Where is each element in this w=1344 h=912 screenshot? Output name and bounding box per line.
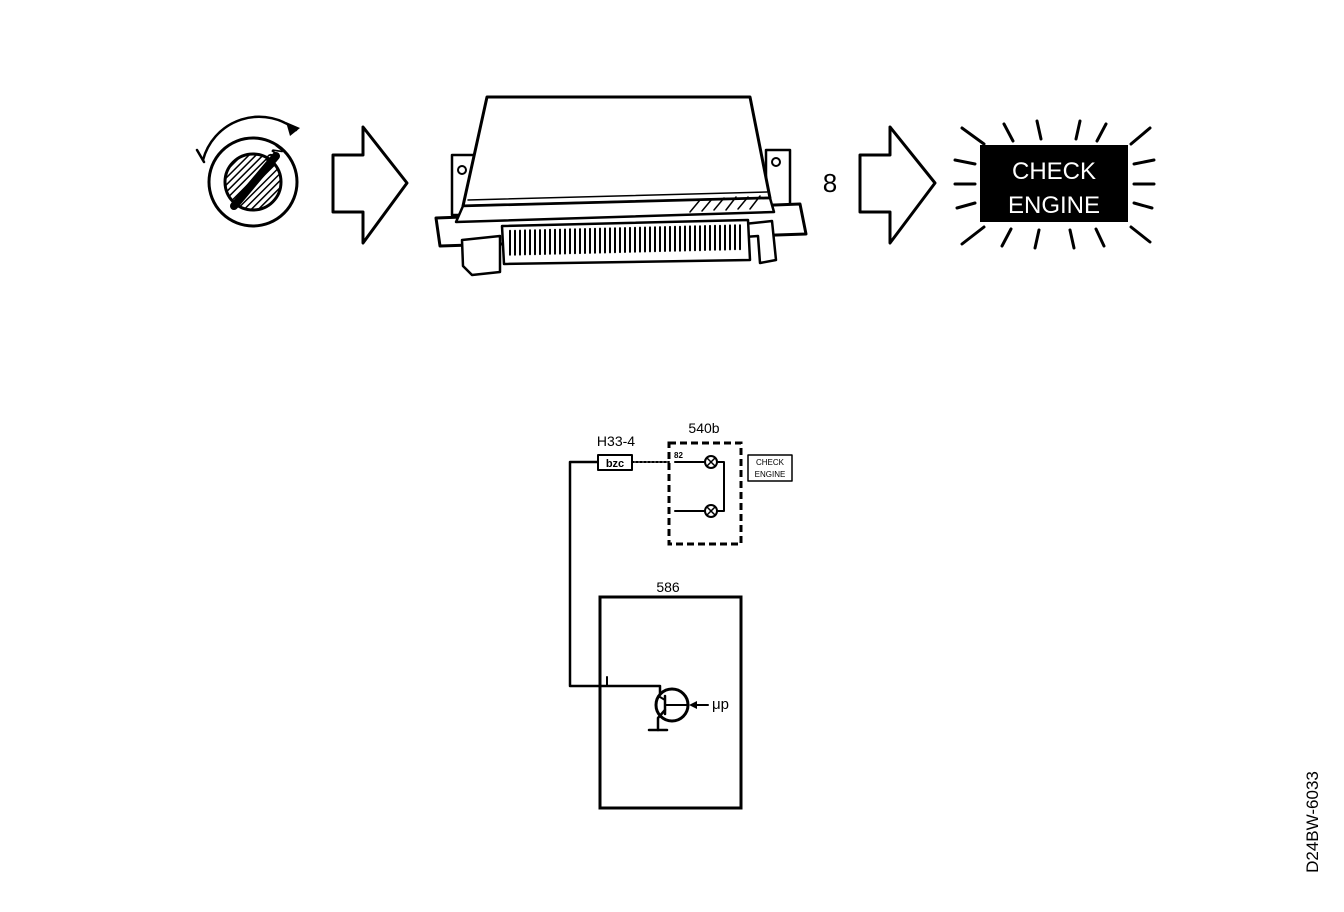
ecu-hatching	[689, 195, 761, 213]
lamp-symbol-upper-icon	[704, 455, 718, 469]
ecu-connector-pins	[509, 224, 741, 256]
circuit-schematic: H33-4 bzc 540b 82 CHECK ENGINE 586	[568, 420, 793, 810]
microprocessor-label: μp	[712, 696, 729, 713]
check-engine-tag	[747, 454, 793, 482]
cluster-label: 540b	[688, 420, 719, 436]
ecu-front-lip	[454, 196, 776, 224]
check-engine-tag-line2: ENGINE	[755, 470, 786, 479]
signal-wire	[568, 460, 662, 699]
ignition-key-icon	[230, 152, 280, 210]
lamp-text-line2: ENGINE	[1008, 192, 1100, 219]
ignition-switch: ON	[195, 115, 300, 228]
microprocessor-input-arrow-icon	[689, 701, 709, 709]
module-586	[598, 595, 743, 810]
check-engine-lamp: CHECK ENGINE	[953, 119, 1156, 250]
cluster-pin-number: 82	[674, 451, 683, 460]
lamp-text-line1: CHECK	[1012, 158, 1096, 185]
flow-arrow-1-icon	[331, 125, 409, 245]
ecu-pin-number: 8	[823, 168, 837, 198]
rotation-arrow-icon	[201, 115, 298, 162]
flow-arrow-2-icon	[858, 125, 937, 245]
check-engine-tag-line1: CHECK	[756, 458, 785, 467]
figure-id: D24BW-6033	[1303, 771, 1322, 873]
lamp-rays-icon	[953, 119, 1156, 250]
connector-label: H33-4	[597, 433, 635, 449]
lamp-panel	[980, 145, 1128, 222]
module-label: 586	[656, 579, 680, 595]
connector-code: bzc	[606, 458, 624, 470]
ecu-top-face	[461, 95, 772, 208]
ecu-module	[434, 95, 808, 277]
lamp-symbol-lower-icon	[704, 504, 718, 518]
rotation-arrowhead-icon	[286, 122, 300, 136]
cluster-540b	[667, 441, 743, 546]
transistor-icon	[654, 687, 690, 732]
ecu-foot-left	[460, 234, 502, 277]
